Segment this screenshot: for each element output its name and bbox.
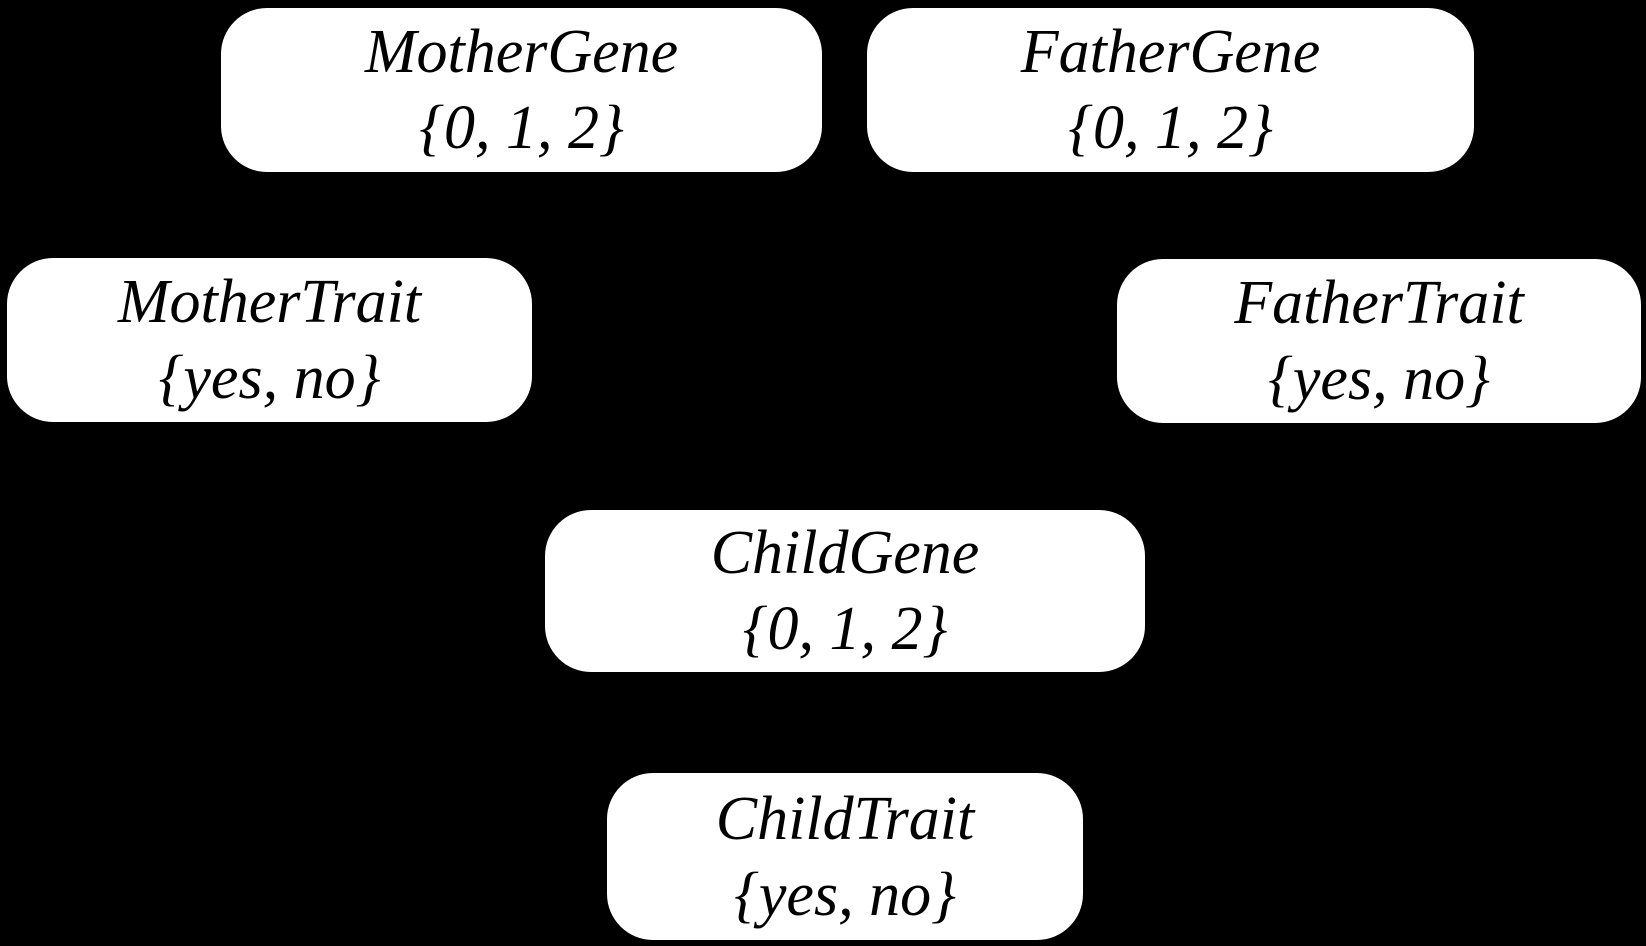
node-child-gene-domain: {0, 1, 2} — [742, 595, 948, 663]
node-child-gene: ChildGene {0, 1, 2} — [545, 510, 1145, 672]
node-father-trait-domain: {yes, no} — [1268, 345, 1490, 413]
node-mother-trait: MotherTrait {yes, no} — [7, 258, 532, 422]
node-child-trait-domain: {yes, no} — [734, 860, 956, 929]
node-child-trait-label: ChildTrait — [715, 784, 975, 853]
node-mother-trait-domain: {yes, no} — [158, 344, 381, 412]
node-father-trait-label: FatherTrait — [1234, 269, 1524, 337]
node-father-trait: FatherTrait {yes, no} — [1117, 259, 1641, 423]
node-child-trait: ChildTrait {yes, no} — [607, 773, 1083, 940]
node-child-gene-label: ChildGene — [710, 519, 980, 587]
node-mother-gene: MotherGene {0, 1, 2} — [221, 8, 822, 172]
node-father-gene-label: FatherGene — [1020, 18, 1321, 86]
node-mother-trait-label: MotherTrait — [117, 268, 422, 336]
node-father-gene: FatherGene {0, 1, 2} — [867, 8, 1474, 172]
node-mother-gene-label: MotherGene — [364, 18, 679, 86]
node-mother-gene-domain: {0, 1, 2} — [419, 94, 624, 162]
node-father-gene-domain: {0, 1, 2} — [1068, 94, 1273, 162]
